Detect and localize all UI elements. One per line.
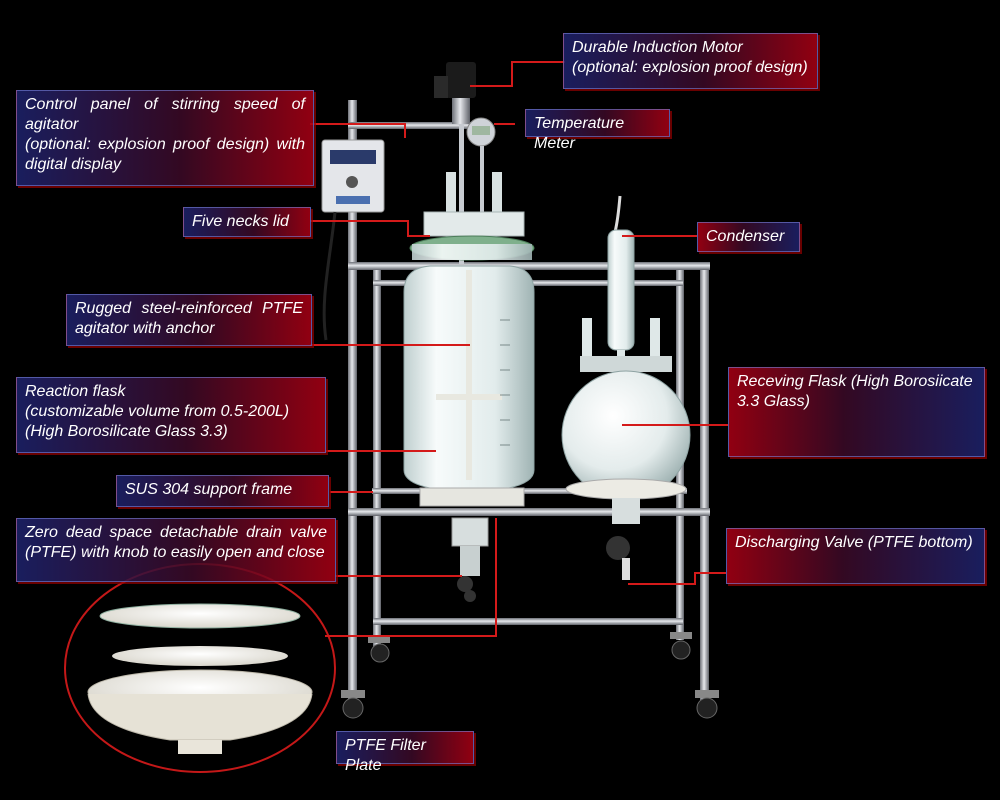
- label-support-frame: SUS 304 support frame: [116, 475, 329, 507]
- reaction-flask-glass: [403, 265, 535, 507]
- induction-motor: [434, 62, 476, 264]
- label-motor: Durable Induction Motor (optional: explo…: [563, 33, 818, 89]
- five-necks-lid: [409, 172, 535, 261]
- temperature-meter: [466, 117, 496, 256]
- leader-lines: [310, 61, 728, 637]
- leader-discharging-valve: [628, 572, 726, 585]
- label-control-panel: Control panel of stirring speed of agita…: [16, 90, 314, 186]
- leader-motor: [470, 61, 565, 87]
- leader-filter-plate: [325, 518, 497, 637]
- label-temperature-meter: Temperature Meter: [525, 109, 670, 152]
- drain-valve: [451, 517, 489, 602]
- leader-lid: [310, 220, 430, 237]
- label-agitator: Rugged steel-reinforced PTFE agitator wi…: [66, 294, 312, 346]
- label-filter-plate: PTFE Filter Plate: [336, 731, 474, 774]
- control-box: [321, 139, 385, 341]
- label-condenser: Condenser: [697, 222, 800, 252]
- label-drain-valve: Zero dead space detachable drain valve (…: [16, 518, 336, 582]
- label-reaction-flask: Reaction flask (customizable volume from…: [16, 377, 326, 453]
- label-receiving-flask: Receving Flask (High Borosiicate 3.3 Gla…: [728, 367, 985, 457]
- label-five-necks-lid: Five necks lid: [183, 207, 311, 237]
- filter-plate-inset: [64, 563, 336, 773]
- label-discharging-valve: Discharging Valve (PTFE bottom): [726, 528, 985, 584]
- leader-control-panel: [310, 123, 406, 138]
- receiving-flask-glass: [561, 356, 691, 580]
